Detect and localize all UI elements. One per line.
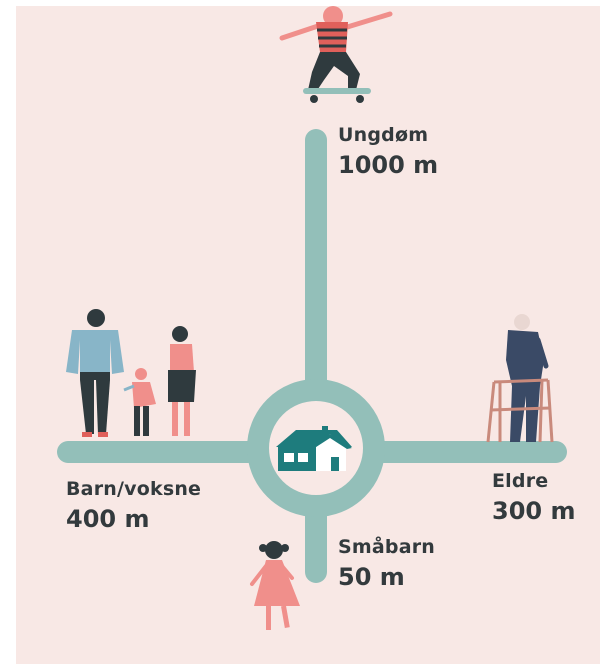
- label-eldre-name: Eldre: [492, 472, 575, 491]
- elderly-walker-icon: [488, 314, 552, 442]
- label-barn-voksne-name: Barn/voksne: [66, 480, 201, 499]
- label-barn-voksne: Barn/voksne 400 m: [66, 480, 201, 531]
- child-icon: [252, 541, 300, 630]
- label-barn-voksne-distance: 400 m: [66, 507, 201, 531]
- skateboarder-icon: [282, 6, 390, 103]
- label-ungdom-distance: 1000 m: [338, 153, 438, 177]
- label-smabarn-name: Småbarn: [338, 538, 435, 557]
- label-smabarn: Småbarn 50 m: [338, 538, 435, 589]
- label-smabarn-distance: 50 m: [338, 565, 435, 589]
- label-ungdom-name: Ungdøm: [338, 126, 438, 145]
- family-icon: [66, 309, 196, 437]
- label-ungdom: Ungdøm 1000 m: [338, 126, 438, 177]
- house-icon: [276, 426, 352, 471]
- label-eldre-distance: 300 m: [492, 499, 575, 523]
- label-eldre: Eldre 300 m: [492, 472, 575, 523]
